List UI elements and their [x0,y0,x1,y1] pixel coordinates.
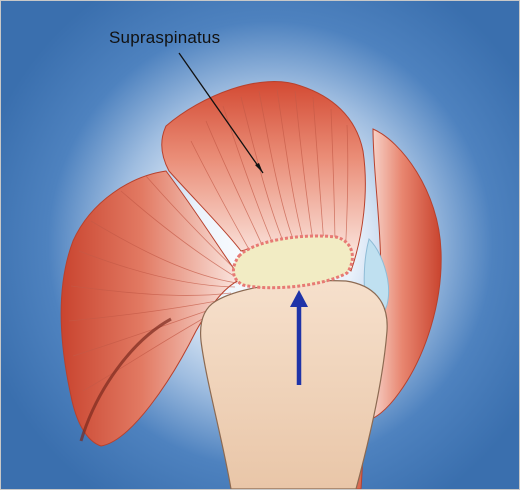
humerus-bone [201,281,388,489]
supraspinatus-label: Supraspinatus [109,28,220,48]
